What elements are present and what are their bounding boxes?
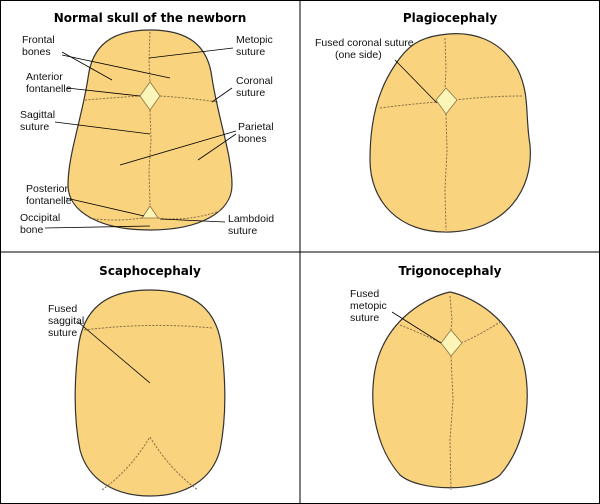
- label-trigono-fused: Fused metopic suture: [350, 288, 390, 324]
- panel-scaphocephaly: Scaphocephaly Fused saggital suture: [48, 264, 226, 497]
- label-posterior-fontanelle: Posterior fontanelle: [26, 183, 72, 207]
- label-lambdoid-suture: Lambdoid suture: [228, 213, 277, 237]
- leader-occipital: [44, 225, 151, 229]
- leader-sagittal: [54, 121, 151, 135]
- trigono-skull-outline: [372, 291, 528, 489]
- leader-plagio-fused: [394, 59, 438, 104]
- trigono-metopic-suture: [449, 295, 453, 331]
- normal-sagittal-suture: [148, 109, 152, 206]
- leader-anterior: [66, 87, 141, 97]
- panel-title-scapho: Scaphocephaly: [99, 264, 201, 278]
- label-sagittal-suture: Sagittal suture: [20, 109, 58, 133]
- normal-metopic-suture: [148, 31, 151, 83]
- plagio-coronal-suture-right: [454, 95, 523, 101]
- normal-coronal-suture-right: [159, 95, 219, 103]
- label-parietal-bones: Parietal bones: [238, 121, 277, 145]
- panel-plagiocephaly: Plagiocephaly Fused coronal suture (one …: [315, 11, 531, 233]
- plagio-sagittal-suture: [444, 113, 448, 231]
- trigono-sagittal-suture: [449, 355, 454, 491]
- trigono-coronal-suture-right: [460, 321, 501, 344]
- leader-parietal-1: [119, 130, 237, 166]
- normal-anterior-fontanelle: [139, 81, 161, 111]
- label-coronal-suture: Coronal suture: [236, 75, 276, 99]
- normal-coronal-suture-left: [84, 95, 141, 101]
- label-frontal-bones: Frontal bones: [22, 34, 58, 58]
- plagio-coronal-suture-left: [379, 101, 438, 109]
- scapho-coronal-suture: [83, 324, 213, 331]
- panel-normal: Normal skull of the newborn Frontal bone…: [20, 11, 277, 237]
- plagio-skull-outline: [369, 33, 531, 233]
- normal-skull-outline: [67, 29, 233, 231]
- panel-trigonocephaly: Trigonocephaly Fused metopic suture: [350, 264, 528, 491]
- panel-title-plagio: Plagiocephaly: [403, 11, 498, 25]
- leader-coronal: [211, 87, 233, 103]
- normal-lambdoid-suture-left: [87, 217, 143, 221]
- leader-scapho-fused: [77, 321, 151, 384]
- label-scapho-fused: Fused saggital suture: [48, 303, 87, 339]
- leader-parietal-2: [197, 133, 237, 161]
- normal-posterior-fontanelle: [141, 205, 159, 219]
- normal-lambdoid-suture-right: [157, 209, 223, 220]
- leader-frontal-2: [61, 54, 171, 79]
- leader-lambdoid: [159, 218, 226, 223]
- label-metopic-suture: Metopic suture: [236, 34, 276, 58]
- panel-title-normal: Normal skull of the newborn: [54, 11, 246, 25]
- leader-posterior: [65, 197, 145, 217]
- label-plagio-fused: Fused coronal suture (one side): [315, 37, 417, 61]
- label-occipital-bone: Occipital bone: [20, 212, 63, 236]
- plagio-anterior-fontanelle: [435, 87, 458, 115]
- scapho-lambdoid-suture: [101, 436, 199, 491]
- scapho-skull-outline: [74, 289, 226, 497]
- leader-metopic: [148, 47, 234, 59]
- label-anterior-fontanelle: Anterior fontanelle: [26, 71, 72, 95]
- trigono-anterior-fontanelle: [440, 329, 463, 357]
- plagio-metopic-suture: [444, 37, 447, 89]
- panel-title-trigono: Trigonocephaly: [399, 264, 502, 278]
- leader-trigono-fused: [391, 311, 442, 344]
